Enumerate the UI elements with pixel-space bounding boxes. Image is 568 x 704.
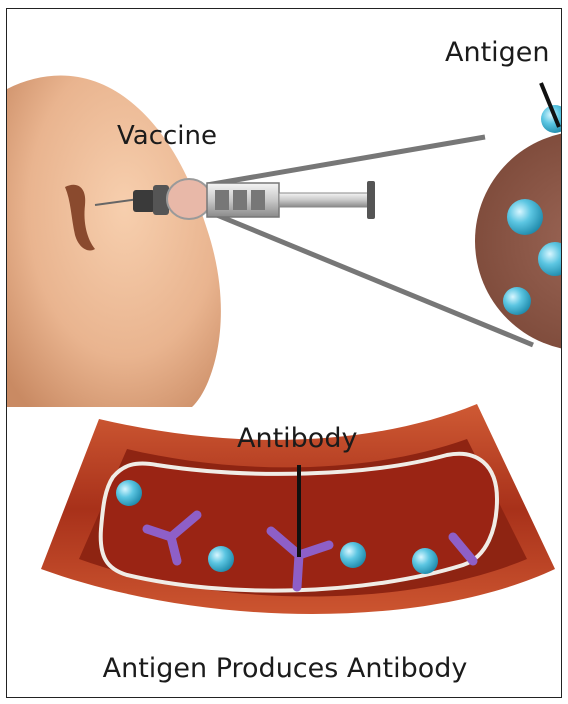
vaccine-diagram	[7, 9, 562, 698]
antigen-label: Antigen	[445, 37, 550, 68]
figure-frame: Antigen Vaccine Antibody Antigen Produce…	[6, 8, 562, 698]
zoom-line-top	[207, 137, 485, 185]
antibody-label: Antibody	[237, 423, 357, 454]
vaccine-label: Vaccine	[117, 121, 217, 151]
zoom-circle	[475, 131, 562, 351]
figure-caption: Antigen Produces Antibody	[7, 653, 562, 684]
